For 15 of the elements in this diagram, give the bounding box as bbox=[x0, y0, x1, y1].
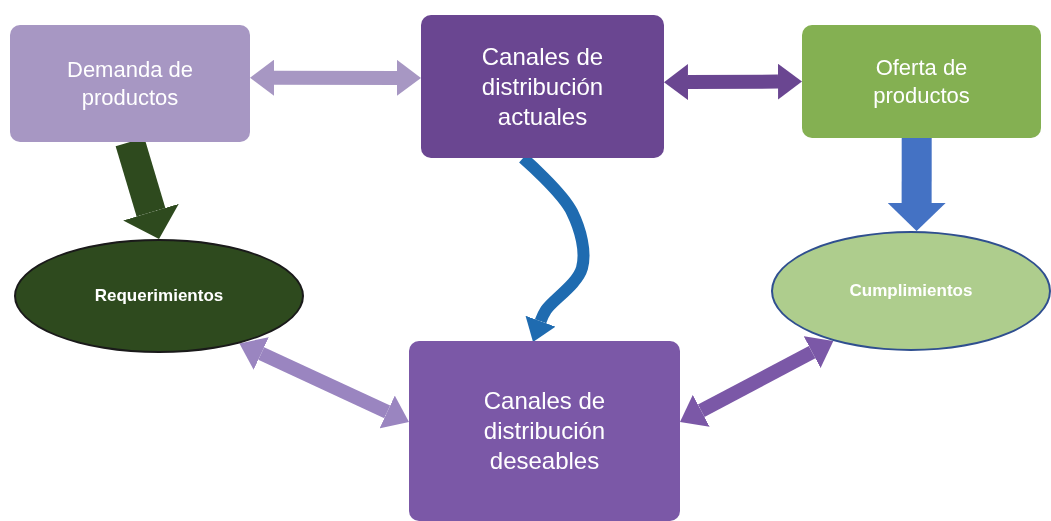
node-label: Canales de distribución actuales bbox=[480, 41, 605, 132]
block-arrow bbox=[887, 138, 946, 232]
block-arrow bbox=[250, 59, 421, 96]
node-label: Cumplimientos bbox=[849, 280, 973, 302]
process-box bbox=[802, 25, 1041, 138]
node-label: Demanda de productos bbox=[66, 56, 194, 111]
node-label: Oferta de productos bbox=[872, 54, 971, 109]
process-box bbox=[409, 341, 680, 521]
node-label: Requerimientos bbox=[94, 285, 224, 307]
block-arrow bbox=[664, 63, 802, 101]
node-label: Canales de distribución deseables bbox=[482, 386, 607, 476]
block-arrow bbox=[680, 336, 834, 427]
block-arrow bbox=[239, 337, 409, 429]
process-box bbox=[10, 25, 250, 142]
process-box bbox=[421, 15, 664, 158]
